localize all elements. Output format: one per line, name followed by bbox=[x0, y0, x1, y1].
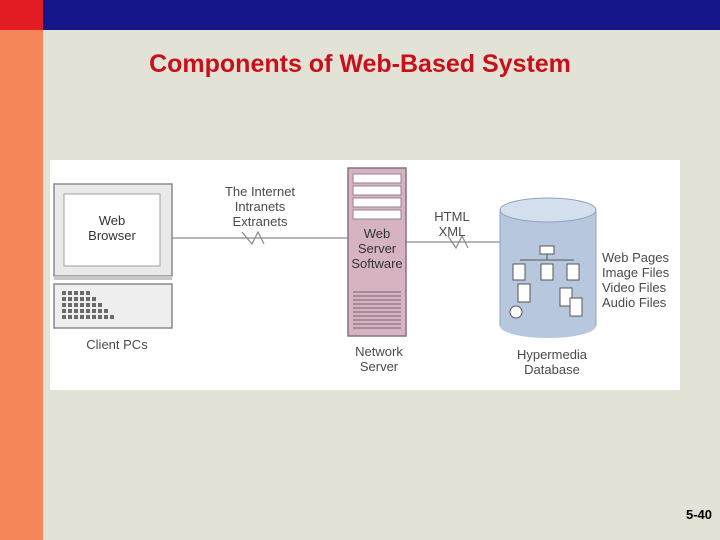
hypermedia-database-label: Hypermedia Database bbox=[516, 347, 588, 377]
server-software-label: Web Server Software bbox=[351, 226, 403, 271]
slide-title: Components of Web-Based System bbox=[149, 50, 571, 78]
server-icon bbox=[347, 167, 407, 337]
monitor-label: Web Browser bbox=[88, 213, 136, 243]
client-pcs-label: Client PCs bbox=[86, 337, 148, 352]
file-types-label: Web Pages Image Files Video Files Audio … bbox=[602, 250, 670, 310]
file-tree-icon bbox=[509, 245, 583, 319]
network-server-label: Network Server bbox=[355, 344, 403, 374]
keyboard-icon bbox=[53, 283, 173, 329]
network-break-icon bbox=[241, 230, 265, 246]
monitor-icon bbox=[53, 183, 173, 280]
database-icon bbox=[499, 197, 597, 338]
left-accent-bar bbox=[0, 0, 43, 540]
web-system-diagram: Web Browser Client PCs The Internet Intr… bbox=[50, 160, 680, 390]
format-label: HTML XML bbox=[434, 209, 470, 239]
diagram-svg bbox=[53, 167, 597, 338]
format-break-icon bbox=[447, 234, 469, 250]
page-number: 5-40 bbox=[685, 507, 712, 522]
network-types-label: The Internet Intranets Extranets bbox=[224, 184, 296, 229]
corner-accent bbox=[0, 0, 43, 30]
top-accent-bar bbox=[43, 0, 720, 30]
